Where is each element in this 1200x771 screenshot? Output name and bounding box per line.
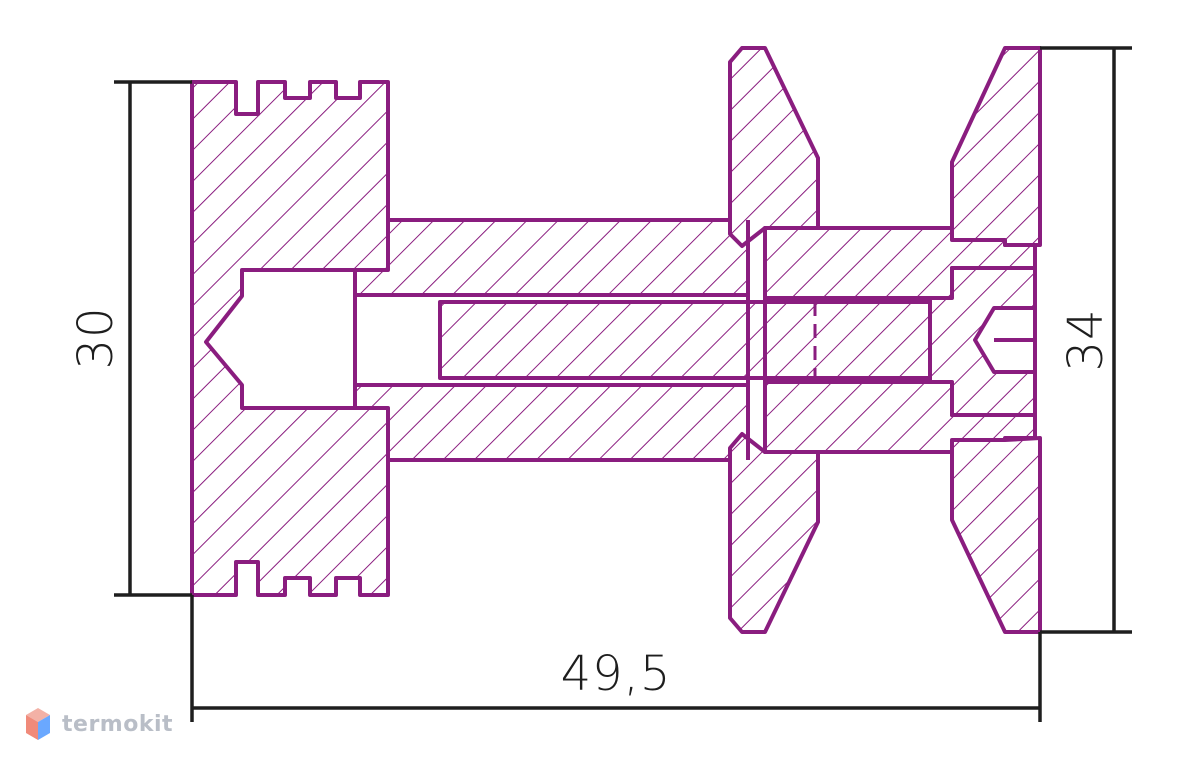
- termokit-logo: termokit: [24, 706, 173, 742]
- outer-flange-lower: [950, 436, 1042, 634]
- dimension-label-49-5: 49,5: [561, 646, 672, 702]
- dimension-label-30: 30: [68, 306, 124, 369]
- dimension-label-34: 34: [1058, 308, 1114, 371]
- dimension-height-left: 30: [68, 80, 192, 597]
- inner-flange-upper: [728, 46, 820, 248]
- sleeve-lower-wall: [353, 383, 750, 462]
- sleeve-upper-wall: [353, 218, 750, 297]
- inner-flange-lower: [728, 432, 820, 634]
- bolt-shank: [438, 300, 950, 380]
- logo-text: termokit: [62, 711, 174, 737]
- dimension-total-length: 49,5: [190, 595, 1042, 722]
- outer-flange-upper: [950, 46, 1042, 247]
- dimension-height-right: 34: [1040, 46, 1132, 634]
- hexagon-cube-icon: [26, 708, 50, 740]
